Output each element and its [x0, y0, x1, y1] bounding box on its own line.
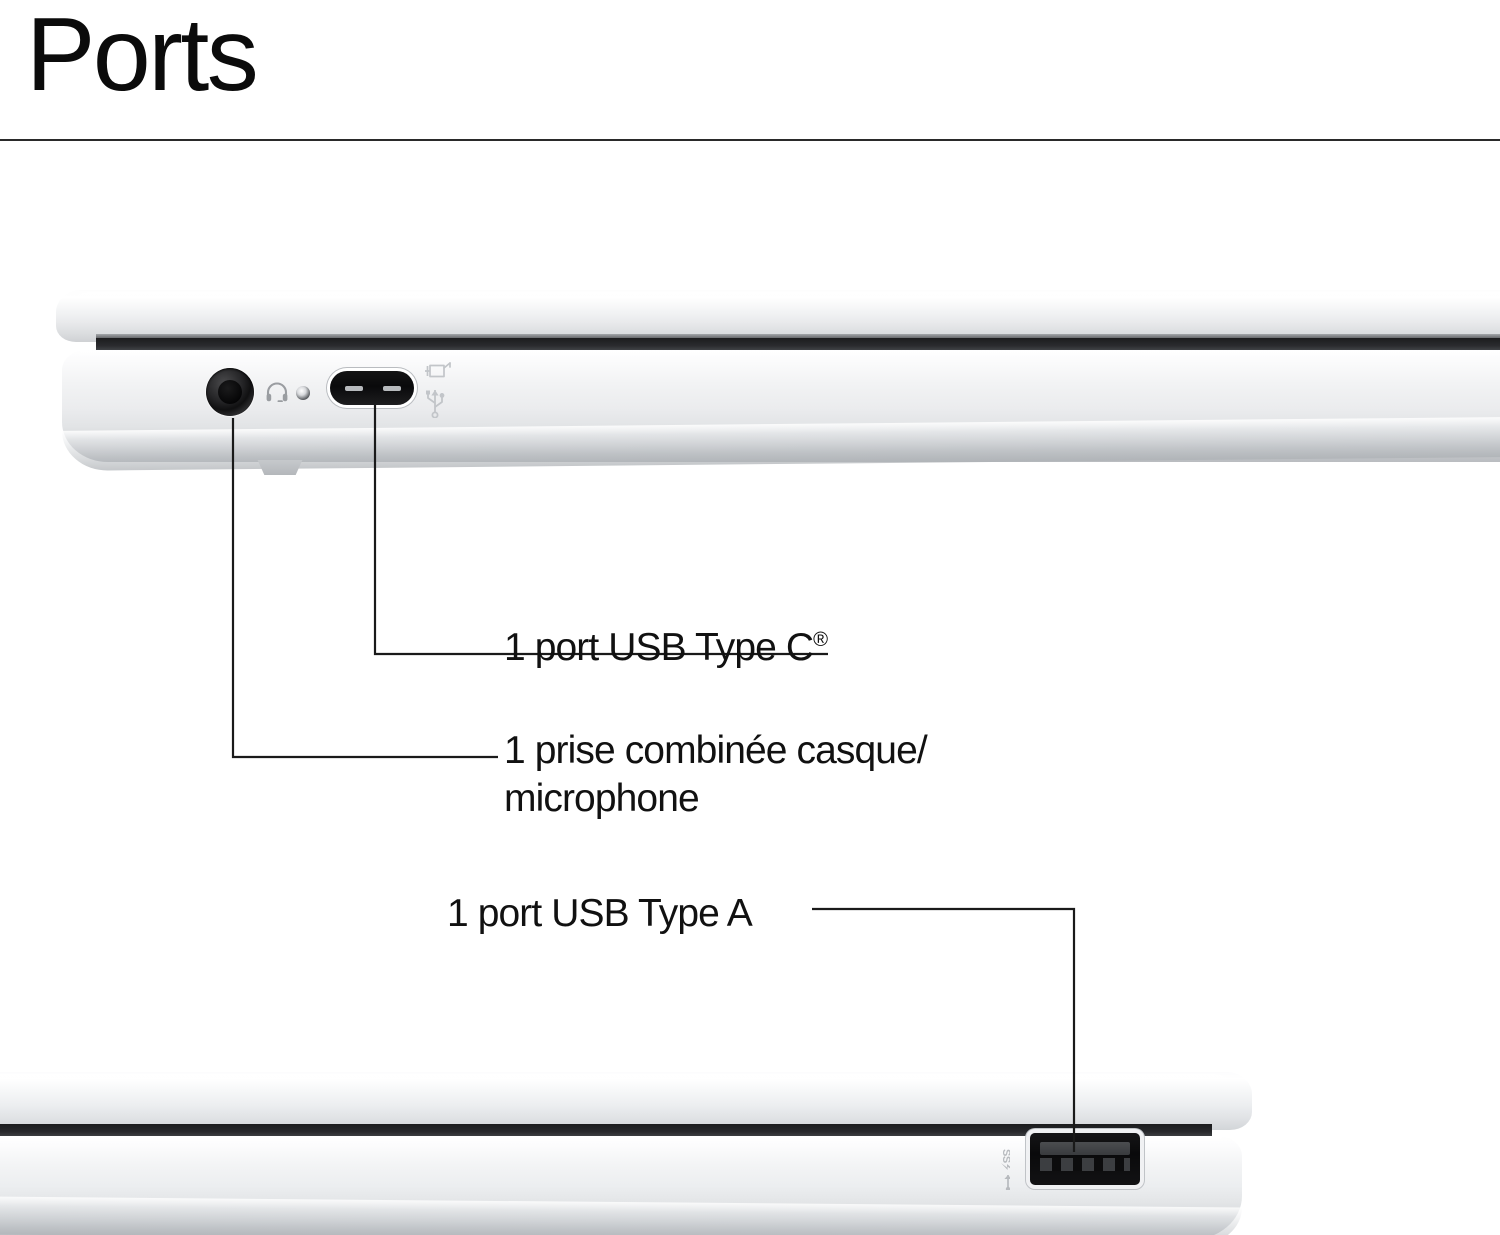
callout-label-usb-type-a: 1 port USB Type A	[447, 892, 753, 935]
usb-superspeed-icon: SS	[1000, 1149, 1010, 1190]
usb-a-contact-bar	[1040, 1142, 1130, 1155]
page-title: Ports	[26, 0, 259, 113]
callout-label-headphone-mic: 1 prise combinée casque/ microphone	[504, 729, 928, 820]
svg-text:SS: SS	[1000, 1149, 1010, 1163]
hinge-gap	[96, 338, 1500, 352]
usb-icon	[426, 390, 445, 418]
title-divider	[0, 139, 1500, 141]
callout-usbc-text: 1 port USB Type C	[504, 626, 814, 669]
lid-highlight	[74, 292, 1500, 302]
headset-icon	[266, 382, 288, 402]
laptop-right-side-view	[0, 1066, 1500, 1235]
registered-trademark-symbol: ®	[813, 629, 829, 651]
usb-a-contact-teeth	[1040, 1158, 1130, 1171]
usb-c-contact-left	[345, 386, 363, 391]
usb-type-c-port	[330, 371, 414, 405]
displayport-icon	[425, 362, 451, 378]
callout-label-usb-type-c: 1 port USB Type C®	[504, 624, 828, 672]
headphone-jack-hole	[218, 380, 242, 404]
status-led-indicator	[296, 386, 310, 400]
usb-c-contact-right	[383, 386, 401, 391]
base-top-highlight	[0, 1137, 1222, 1142]
lid-highlight	[0, 1074, 1230, 1084]
base-top-highlight	[80, 351, 1500, 356]
